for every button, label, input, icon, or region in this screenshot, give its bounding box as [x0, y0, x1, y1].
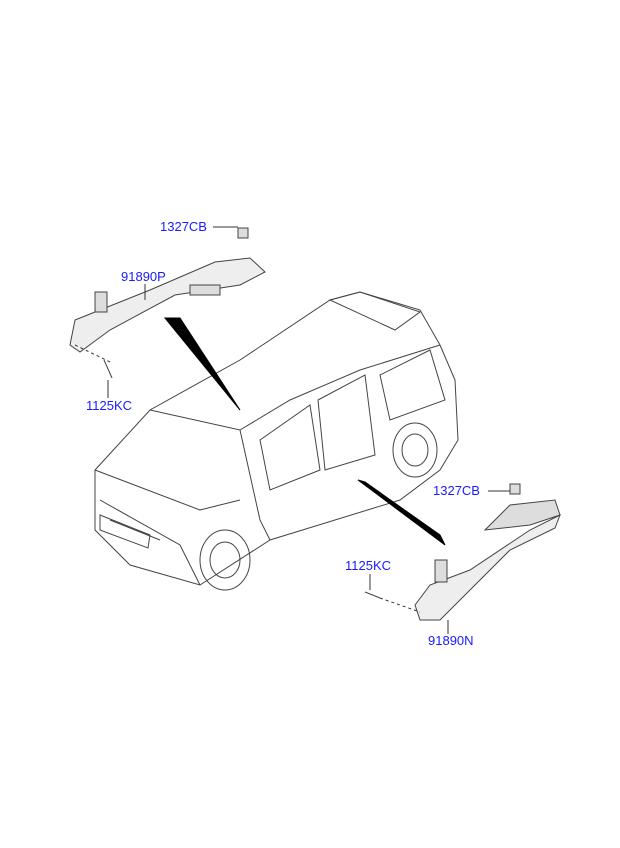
pointer-front [163, 317, 241, 411]
part-label-1327cb-upper[interactable]: 1327CB [160, 219, 207, 234]
vehicle-illustration [94, 291, 459, 591]
pointer-rear [357, 479, 446, 546]
part-label-91890n[interactable]: 91890N [428, 633, 474, 648]
part-label-1125kc-lower[interactable]: 1125KC [345, 558, 392, 573]
rear-sensor-module [364, 483, 561, 621]
part-label-1125kc-upper[interactable]: 1125KC [86, 398, 133, 413]
front-sensor-module [69, 227, 266, 379]
part-label-91890p[interactable]: 91890P [121, 269, 166, 284]
part-label-1327cb-lower[interactable]: 1327CB [433, 483, 480, 498]
